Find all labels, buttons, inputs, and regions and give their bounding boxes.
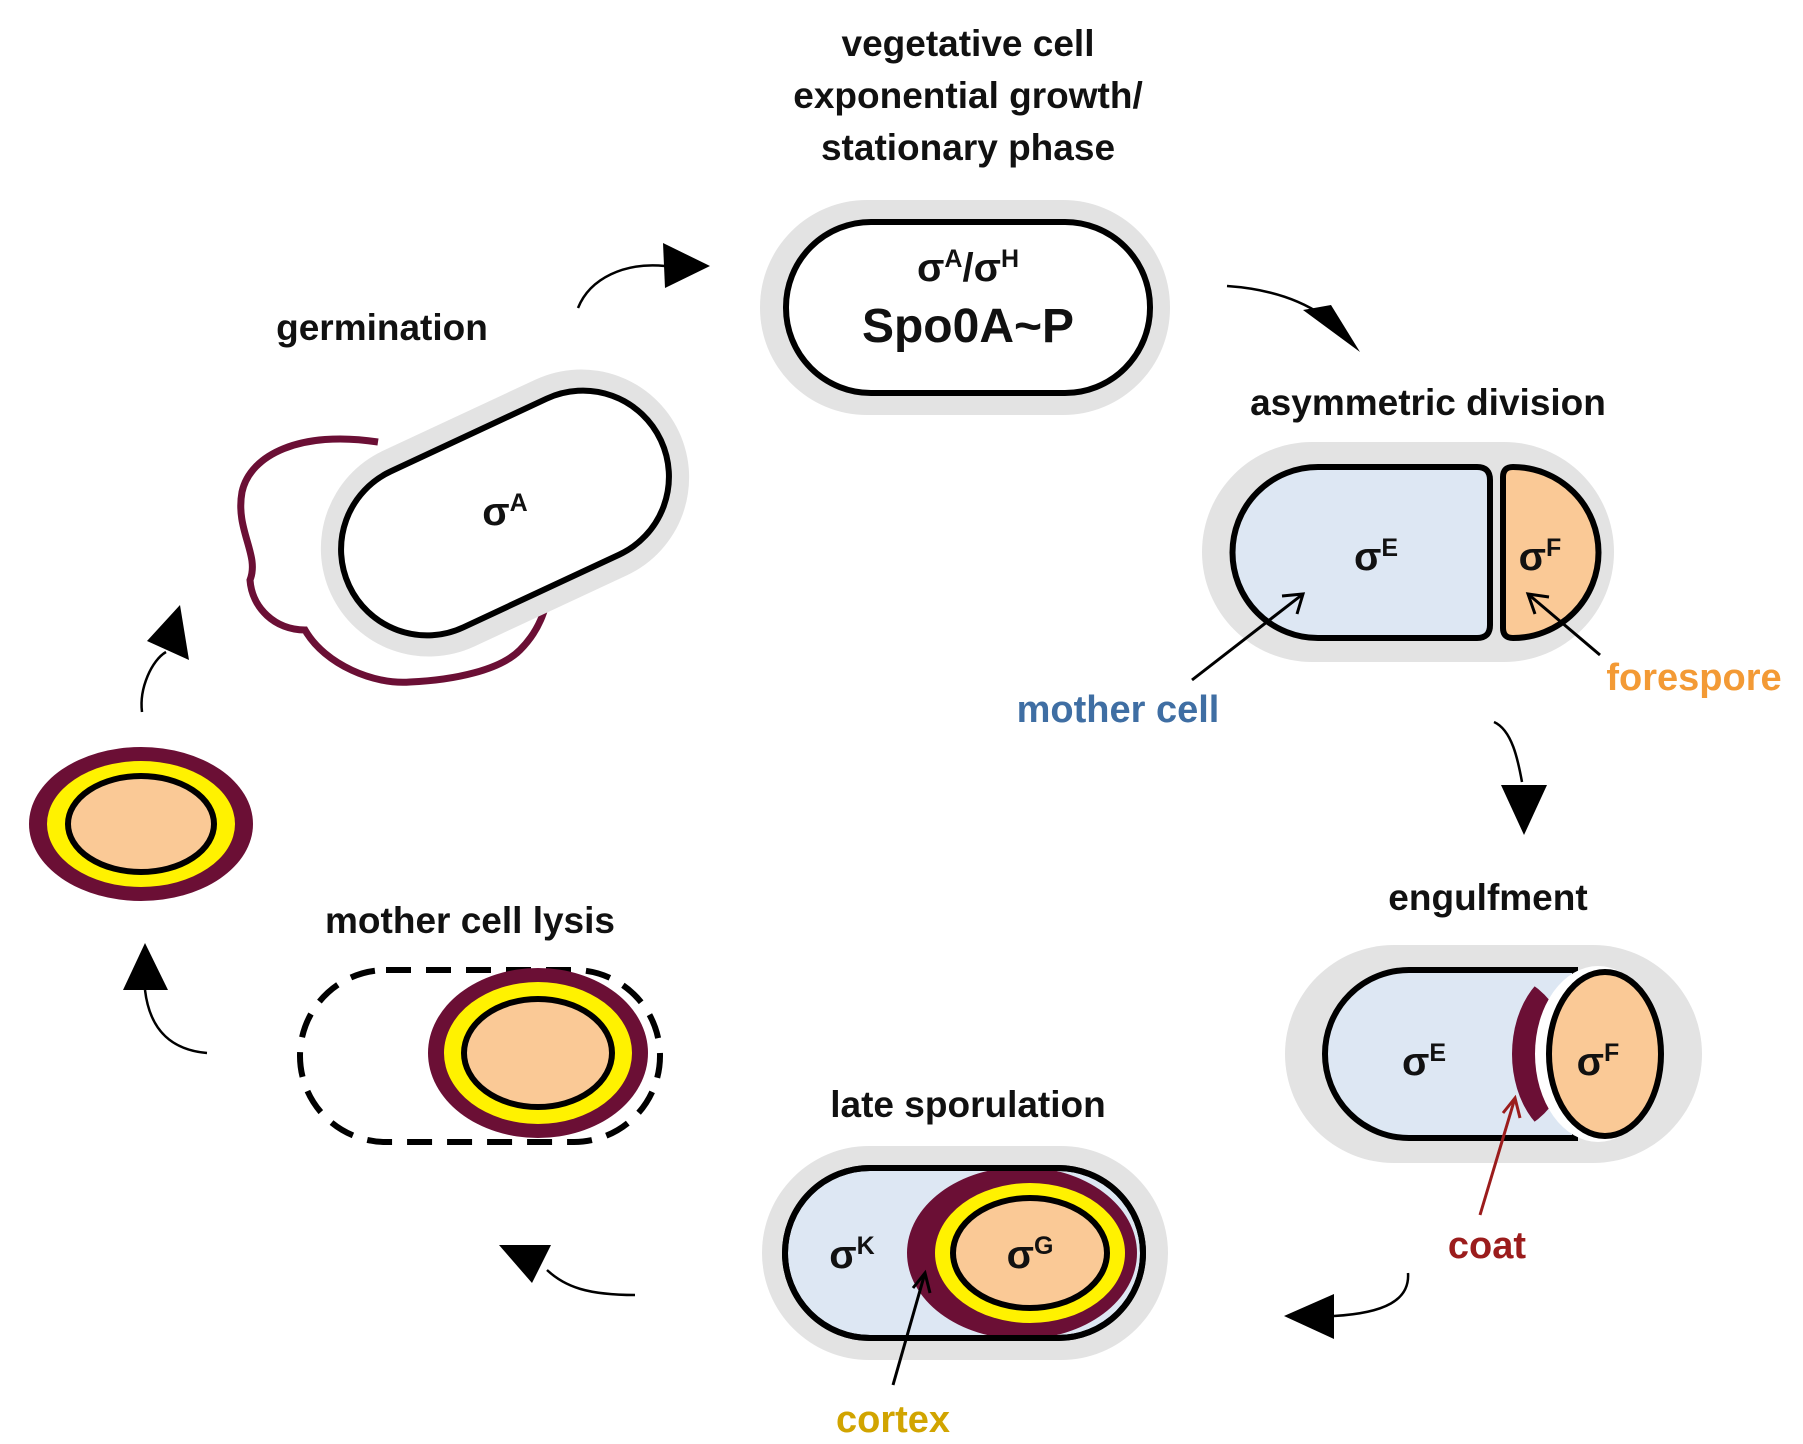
vegetative-sigma-label: σA/σH <box>917 245 1019 290</box>
vegetative-cell-body <box>783 219 1153 396</box>
mother-cell-pointer <box>1191 592 1304 682</box>
cortex-annotation: cortex <box>836 1269 950 1441</box>
forespore-pointer <box>1527 592 1601 657</box>
cortex-pointer-head <box>911 1269 932 1294</box>
arrow-head <box>147 605 189 660</box>
mother-cell-lysis-title: mother cell lysis <box>325 900 615 941</box>
germination-stage: germination σA <box>237 307 690 686</box>
vegetative-title-line-3: stationary phase <box>821 127 1115 168</box>
late-sporulation-stage: late sporulation σK σG <box>762 1084 1168 1360</box>
late-mother-cell-outline <box>782 1165 1146 1341</box>
asymmetric-division-title: asymmetric division <box>1250 382 1606 423</box>
arrow-vegetative-to-asymmetric <box>1226 284 1360 352</box>
arrow-germination-to-vegetative <box>576 243 710 309</box>
late-forespore <box>950 1195 1110 1311</box>
engulfment-stage: engulfment σE σF <box>1285 877 1702 1163</box>
asymmetric-division-stage: asymmetric division σE σF <box>1202 382 1614 662</box>
forespore-label: forespore <box>1606 657 1781 699</box>
arrow-head <box>499 1245 551 1283</box>
germination-sigma: σA <box>482 489 527 534</box>
mother-cell-lysis-stage: mother cell lysis <box>297 900 663 1145</box>
arrow-head <box>663 243 710 288</box>
engulfment-mother-sigma: σE <box>1402 1039 1446 1084</box>
germination-title: germination <box>276 307 488 348</box>
arrow-late-to-lysis <box>499 1245 636 1297</box>
engulfment-forespore <box>1546 969 1664 1139</box>
arrow-head <box>1284 1294 1334 1339</box>
germinating-cell-body <box>338 387 672 639</box>
asymmetric-mother-sigma: σE <box>1354 534 1398 579</box>
germination-shed-coat <box>237 435 554 686</box>
mother-cell-pointer-head <box>1281 592 1306 615</box>
cortex-pointer <box>891 1272 927 1386</box>
asymmetric-forespore-sigma: σF <box>1519 534 1562 579</box>
cycle-arrows <box>123 243 1547 1339</box>
vegetative-title-line-2: exponential growth/ <box>793 75 1142 116</box>
arrow-spore-to-germination <box>140 605 189 713</box>
cortex-label: cortex <box>836 1399 950 1441</box>
late-mother-sigma: σK <box>829 1232 874 1277</box>
arrow-asymmetric-to-engulfment <box>1493 720 1547 835</box>
vegetative-cell-stage: vegetative cell exponential growth/ stat… <box>760 23 1170 415</box>
free-spore <box>29 747 253 901</box>
arrow-lysis-to-spore <box>123 943 208 1055</box>
engulfment-mother-cell <box>1322 967 1578 1141</box>
lysed-mother-cell-outline <box>297 967 663 1145</box>
coat-label: coat <box>1448 1225 1526 1267</box>
lysis-spore-core <box>461 996 615 1110</box>
coat-pointer <box>1478 1097 1517 1216</box>
arrow-head <box>123 943 168 990</box>
arrow-head <box>1501 785 1547 835</box>
arrow-head <box>1303 305 1360 352</box>
engulfment-forespore-sigma: σF <box>1577 1039 1620 1084</box>
late-sporulation-title: late sporulation <box>830 1084 1105 1125</box>
spo0a-p-label: Spo0A~P <box>862 300 1074 353</box>
vegetative-title-line-1: vegetative cell <box>842 23 1095 64</box>
coat-annotation: coat <box>1448 1094 1526 1267</box>
coat-pointer-head <box>1501 1094 1522 1119</box>
forespore-annotation: forespore <box>1525 592 1782 699</box>
forespore-pointer-head <box>1525 592 1550 615</box>
engulfment-title: engulfment <box>1388 877 1587 918</box>
mother-cell-label: mother cell <box>1017 689 1220 731</box>
arrow-engulfment-to-late <box>1284 1272 1410 1339</box>
late-forespore-sigma: σG <box>1007 1232 1054 1277</box>
free-spore-core <box>65 773 217 875</box>
mother-cell-annotation: mother cell <box>1017 592 1306 731</box>
